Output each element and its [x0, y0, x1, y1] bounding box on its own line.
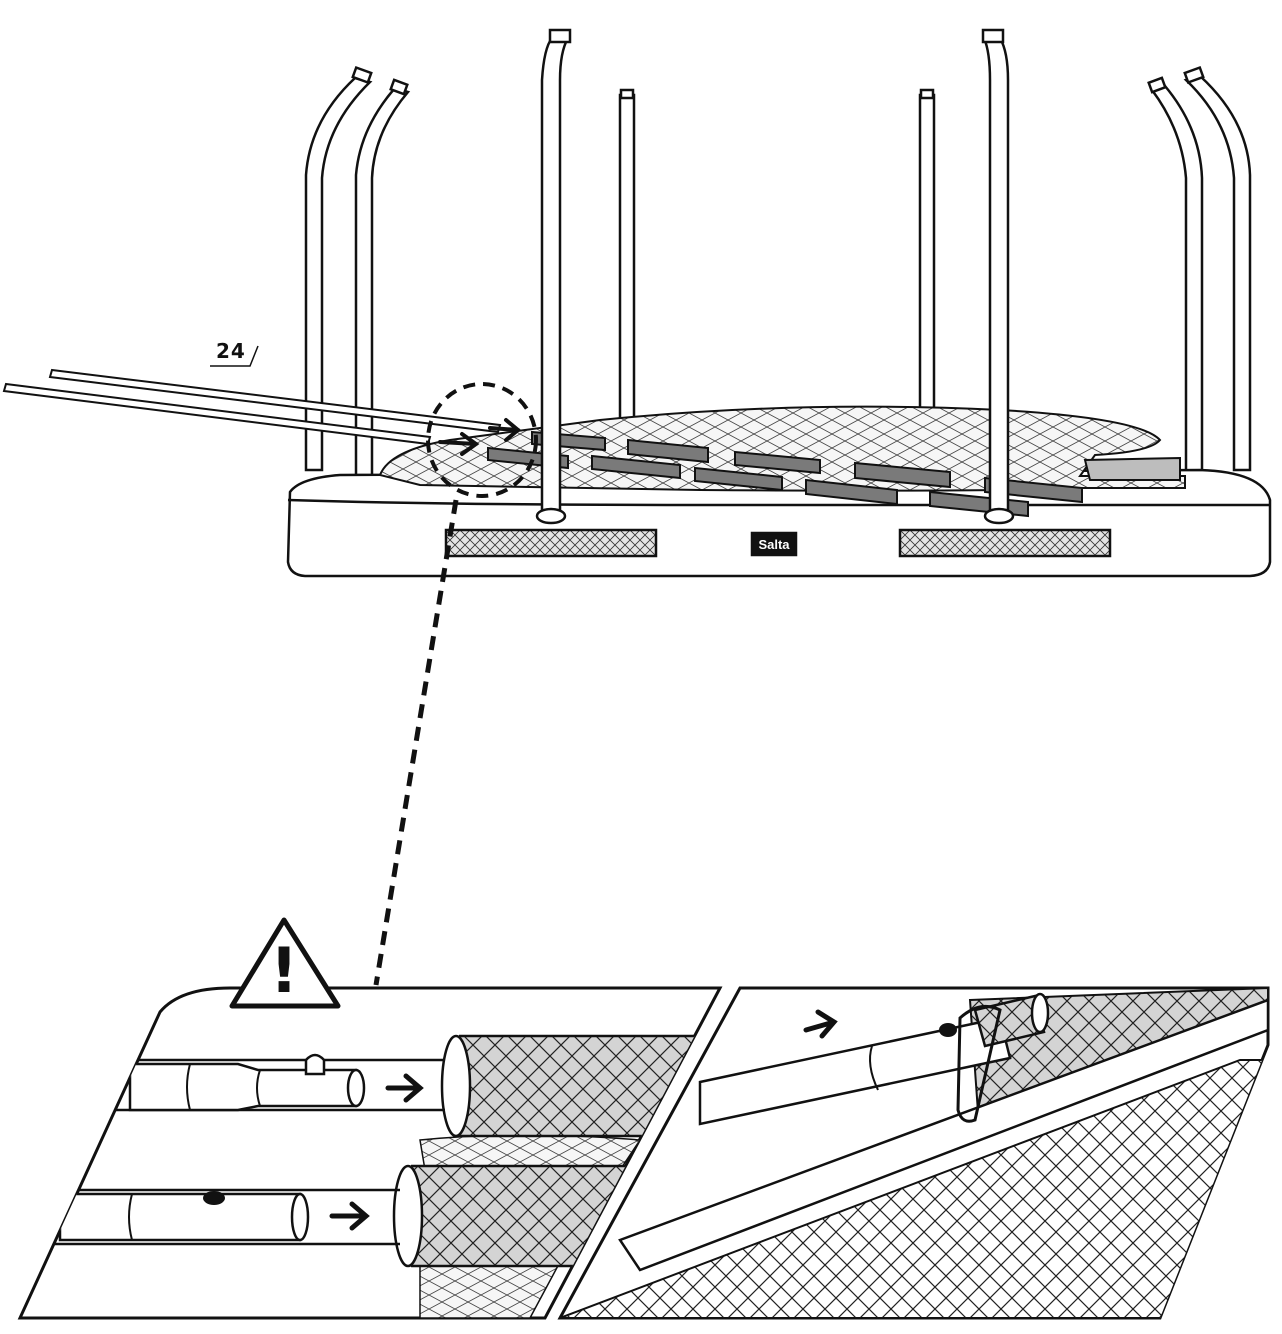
- part-callout: 24: [210, 339, 259, 367]
- support-rods: [2, 368, 502, 446]
- rod-end-lower: [58, 1192, 302, 1242]
- brand-label: Salta: [758, 537, 790, 552]
- warning-triangle-icon: !: [229, 917, 341, 1009]
- detail-panel-right: [557, 986, 1270, 1320]
- trampoline-mat: [378, 405, 1186, 492]
- warning-symbol: !: [270, 934, 298, 1007]
- arrow-right-icon: [329, 1073, 424, 1231]
- padding-tubes: [487, 430, 1083, 518]
- arrow-right-icon: [438, 418, 522, 456]
- rear-pole-left: [618, 93, 636, 427]
- push-pin-icon: [304, 1053, 326, 1076]
- part-number-label: 24: [216, 339, 246, 363]
- brand-badge: [750, 531, 798, 557]
- side-poles-right: [1147, 65, 1252, 482]
- rear-poles: [618, 88, 936, 427]
- arrow-right-icon: [803, 1009, 838, 1039]
- frame-mesh-panel-left: [444, 528, 658, 558]
- rear-pole-right: [918, 93, 936, 427]
- side-poles-left: [304, 65, 411, 482]
- rod-inserted: [698, 1016, 1012, 1126]
- detail-leader-line: [373, 499, 459, 986]
- zoom-circle-icon: [426, 382, 538, 498]
- trampoline-overview: Salta: [2, 28, 1272, 578]
- support-rod-upper: [48, 368, 502, 434]
- strap-loop: [956, 1004, 1002, 1123]
- front-poles: [535, 28, 1015, 525]
- detail-panel-left: [17, 986, 723, 1320]
- frame-mesh-panel-right: [898, 528, 1112, 558]
